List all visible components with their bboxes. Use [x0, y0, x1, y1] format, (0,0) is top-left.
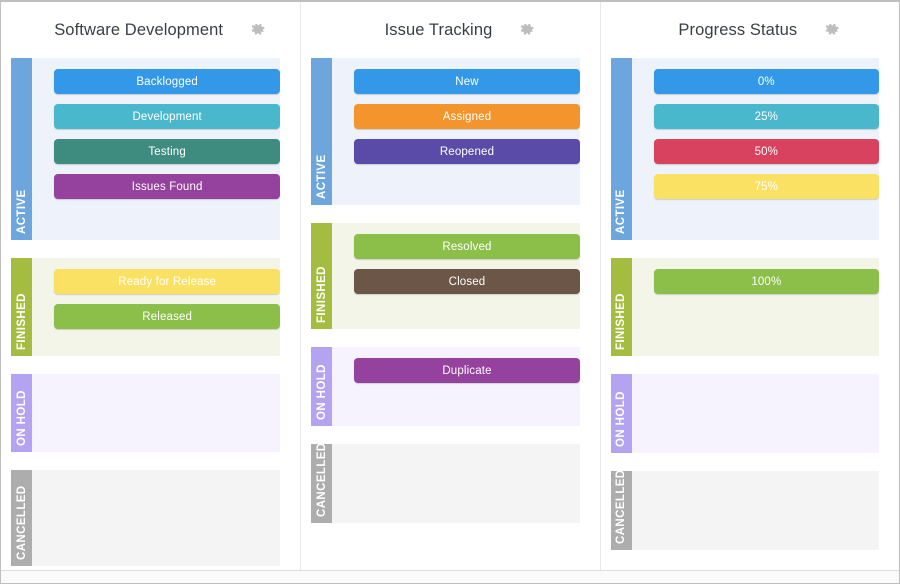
status-section-label-text: FINISHED [615, 293, 628, 350]
status-section-label-text: ACTIVE [15, 189, 28, 234]
status-section: ON HOLD [11, 374, 281, 452]
status-chip[interactable]: 0% [653, 69, 879, 94]
status-section-label-text: ON HOLD [615, 391, 628, 447]
column-header: Software Development [1, 2, 300, 58]
status-chip[interactable]: Issues Found [54, 174, 281, 199]
status-section: ON HOLD Duplicate [311, 347, 580, 426]
status-section-label-text: ACTIVE [615, 189, 628, 234]
status-section-body: 0% 25% 50% 75% [632, 58, 879, 240]
status-section-body [332, 444, 579, 523]
status-chip[interactable]: Duplicate [354, 358, 580, 383]
status-section-label[interactable]: CANCELLED [610, 471, 632, 550]
status-section-label[interactable]: ON HOLD [11, 374, 32, 452]
status-chip[interactable]: 100% [653, 269, 879, 294]
status-section-body: 100% [632, 258, 879, 356]
column-title: Issue Tracking [384, 20, 493, 39]
column-title: Progress Status [678, 20, 798, 39]
status-section: ON HOLD [610, 374, 879, 453]
status-section-label[interactable]: FINISHED [11, 258, 32, 356]
status-chip[interactable]: 50% [653, 139, 879, 164]
status-section: CANCELLED [11, 470, 281, 566]
status-chip[interactable]: Released [54, 304, 281, 329]
status-section-body [632, 471, 879, 550]
column-header: Issue Tracking [301, 2, 599, 58]
status-chip[interactable]: Closed [354, 269, 580, 294]
status-section: FINISHED 100% [610, 258, 879, 356]
status-section: CANCELLED [610, 471, 879, 550]
status-section-label-text: CANCELLED [615, 471, 628, 544]
status-chip[interactable]: Ready for Release [54, 269, 281, 294]
status-section-body: Duplicate [332, 347, 580, 426]
status-section-label-text: CANCELLED [15, 485, 28, 560]
status-chip[interactable]: Development [54, 104, 281, 129]
status-section-label[interactable]: CANCELLED [311, 444, 333, 523]
status-chip[interactable]: Backlogged [54, 69, 281, 94]
status-sections: ACTIVE 0% 25% 50% 75% FINISHED 100% ON HOLD CANC… [601, 58, 899, 550]
status-section-label[interactable]: ON HOLD [311, 347, 333, 426]
status-section-label-text: FINISHED [315, 266, 328, 323]
status-section-label-text: FINISHED [15, 293, 28, 350]
status-section: ACTIVE 0% 25% 50% 75% [610, 58, 879, 240]
status-chip[interactable]: Testing [54, 139, 281, 164]
status-section-label-text: ACTIVE [315, 154, 328, 199]
status-section-label[interactable]: CANCELLED [11, 470, 32, 566]
status-chip[interactable]: Resolved [354, 234, 580, 259]
status-section-label-text: ON HOLD [315, 364, 328, 420]
status-section-label[interactable]: ACTIVE [11, 58, 32, 240]
status-section-label-text: ON HOLD [15, 390, 28, 446]
status-section-label[interactable]: FINISHED [610, 258, 632, 356]
status-chip[interactable]: Assigned [354, 104, 580, 129]
status-section-label[interactable]: ON HOLD [610, 374, 632, 453]
status-section-label[interactable]: ACTIVE [610, 58, 632, 240]
status-section-label-text: CANCELLED [315, 444, 328, 517]
status-chip[interactable]: New [354, 69, 580, 94]
status-section-label[interactable]: FINISHED [311, 223, 333, 329]
gear-icon[interactable] [518, 21, 536, 39]
status-section-body [32, 374, 280, 452]
column-header: Progress Status [601, 2, 899, 58]
column-title: Software Development [54, 20, 224, 39]
status-section-label[interactable]: ACTIVE [311, 58, 333, 205]
status-section: CANCELLED [311, 444, 580, 523]
gear-icon[interactable] [249, 21, 267, 39]
window-bottom-strip [1, 570, 899, 583]
status-chip[interactable]: Reopened [354, 139, 580, 164]
status-section-body [632, 374, 879, 453]
gear-icon[interactable] [823, 21, 841, 39]
status-section-body [32, 470, 280, 566]
status-chip[interactable]: 25% [653, 104, 879, 129]
status-chip[interactable]: 75% [653, 174, 879, 199]
